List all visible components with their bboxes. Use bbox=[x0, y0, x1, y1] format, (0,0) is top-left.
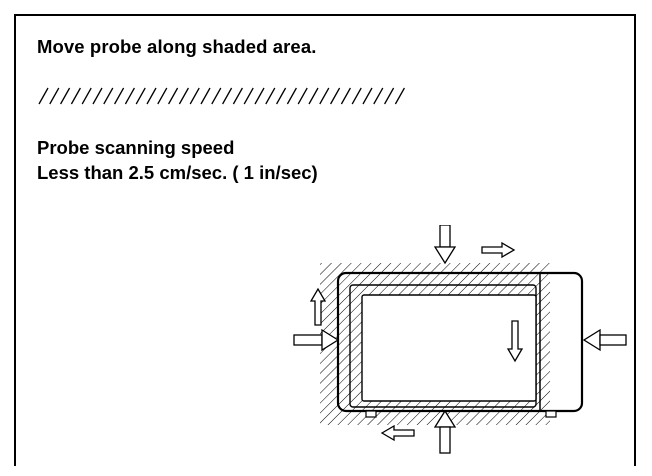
oven-foot-right bbox=[545, 410, 557, 418]
arrow-left-icon bbox=[380, 424, 415, 442]
probe-right-icon bbox=[582, 328, 627, 352]
probe-left-icon bbox=[293, 328, 340, 352]
shaded-area-legend bbox=[38, 87, 405, 105]
probe-bottom-icon bbox=[433, 409, 457, 454]
arrow-right-icon bbox=[481, 241, 516, 259]
door-window bbox=[361, 294, 537, 402]
speed-heading: Probe scanning speed bbox=[37, 137, 235, 158]
instruction-text: Move probe along shaded area. bbox=[37, 36, 317, 57]
speed-value: Less than 2.5 cm/sec. ( 1 in/sec) bbox=[37, 162, 318, 183]
oven-foot-left bbox=[365, 410, 377, 418]
panel-frame bbox=[14, 14, 636, 466]
probe-top-icon bbox=[433, 225, 457, 265]
oven-body bbox=[336, 271, 584, 413]
arrow-up-icon bbox=[309, 287, 327, 326]
arrow-down-icon bbox=[506, 320, 524, 363]
microwave-scan-diagram bbox=[293, 225, 627, 454]
